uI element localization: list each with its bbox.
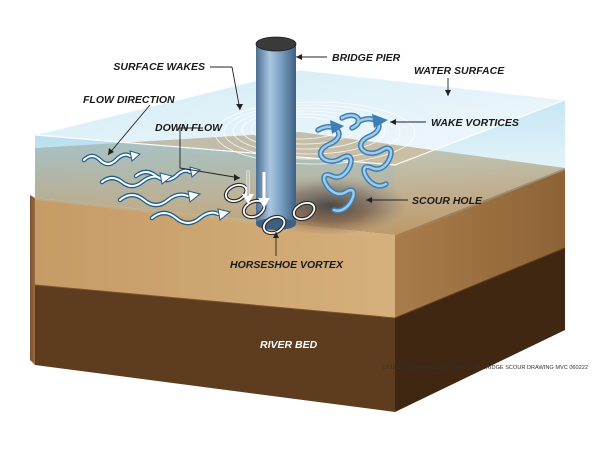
water-right-face (395, 100, 565, 238)
pier-top (256, 37, 296, 51)
label-bridge-pier: BRIDGE PIER (332, 52, 401, 64)
river-bed-front (35, 285, 395, 412)
sediment-right-face (395, 168, 565, 318)
label-scour-hole: SCOUR HOLE (412, 195, 483, 207)
down-flow-arrows (242, 170, 270, 208)
label-flow-direction: FLOW DIRECTION (83, 94, 175, 106)
flow-direction-arrows (81, 150, 232, 226)
credit-text: CT3293 AV GRAPHICS CALTRANS D4 BRIDGE SC… (382, 365, 588, 371)
river-bed-right (395, 248, 565, 412)
water-front-face (35, 135, 395, 240)
label-water-surface: WATER SURFACE (414, 65, 505, 77)
leader-lines (107, 56, 449, 256)
label-surface-wakes: SURFACE WAKES (113, 61, 205, 73)
label-horseshoe-vortex: HORSESHOE VORTEX (230, 259, 344, 271)
surface-wakes-rings (214, 101, 416, 165)
left-side-face (30, 195, 35, 365)
label-river-bed: RIVER BED (260, 339, 318, 351)
label-wake-vortices: WAKE VORTICES (431, 117, 519, 129)
label-down-flow: DOWN FLOW (155, 122, 223, 134)
water-block (34, 69, 566, 240)
pier-shaft (256, 44, 296, 224)
wake-vortices (315, 112, 394, 214)
leader-arrowheads (108, 54, 451, 238)
